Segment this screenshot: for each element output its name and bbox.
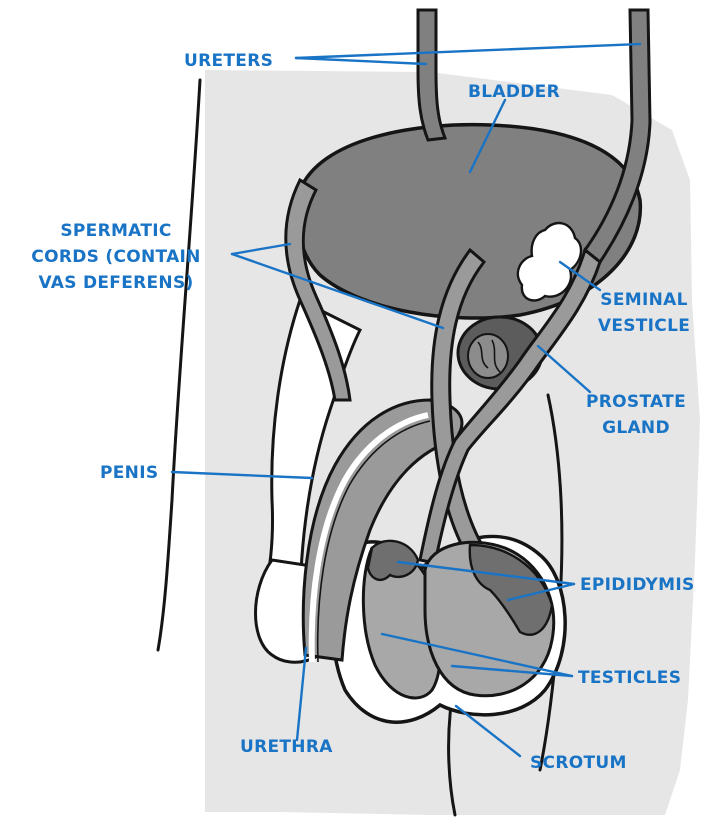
label-penis: PENIS <box>100 463 158 483</box>
label-prostate-line2: GLAND <box>602 418 670 438</box>
label-seminal-line2: VESTICLE <box>598 316 690 336</box>
leader-ureters-a <box>296 44 640 58</box>
label-seminal-line1: SEMINAL <box>600 290 687 310</box>
label-spermatic-line2: CORDS (CONTAIN <box>31 247 200 267</box>
prostate-gland-inner <box>468 334 508 378</box>
label-scrotum: SCROTUM <box>530 753 627 773</box>
label-urethra: URETHRA <box>240 737 333 757</box>
label-spermatic-line3: VAS DEFERENS) <box>38 273 193 293</box>
label-ureters: URETERS <box>184 51 273 71</box>
label-epididymis: EPIDIDYMIS <box>580 575 695 595</box>
label-prostate-line1: PROSTATE <box>586 392 686 412</box>
leader-ureters-b <box>296 58 426 64</box>
label-bladder: BLADDER <box>468 82 560 102</box>
body-left-outline <box>158 80 200 650</box>
label-testicles: TESTICLES <box>578 668 681 688</box>
label-spermatic-line1: SPERMATIC <box>60 221 171 241</box>
